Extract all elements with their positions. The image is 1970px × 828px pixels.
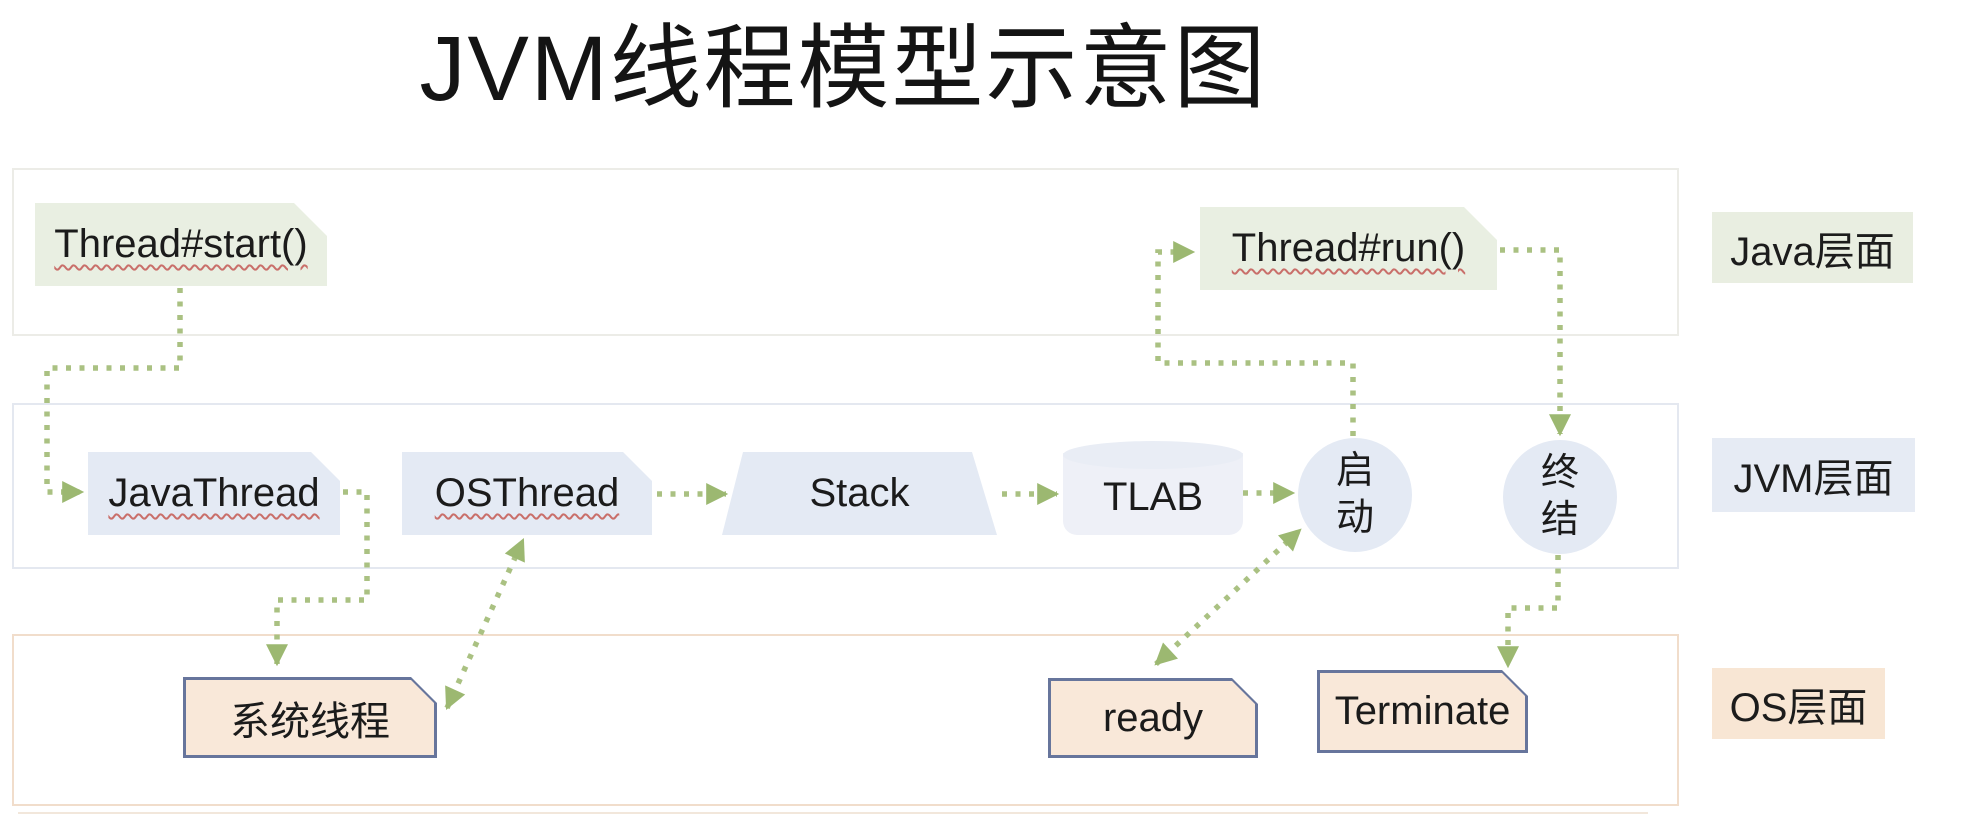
node-stack: Stack — [722, 452, 997, 535]
node-zhongjie-label: 终结 — [1540, 451, 1579, 542]
node-zhongjie: 终结 — [1503, 440, 1617, 554]
node-qidong: 启动 — [1298, 438, 1412, 552]
layer-label-java: Java层面 — [1712, 212, 1913, 283]
node-terminate-label: Terminate — [1320, 673, 1525, 750]
node-thread-start: Thread#start() — [35, 203, 327, 286]
node-javathread-label: JavaThread — [108, 471, 320, 515]
node-thread-run-label: Thread#run() — [1231, 226, 1466, 270]
node-tlab: TLAB — [1063, 441, 1243, 535]
layer-label-jvm: JVM层面 — [1712, 438, 1915, 512]
slide-bottom-edge-line — [18, 812, 1648, 814]
diagram-title: JVM线程模型示意图 — [419, 18, 1268, 120]
node-javathread: JavaThread — [88, 452, 340, 535]
node-ready-label: ready — [1051, 681, 1255, 755]
node-qidong-label: 启动 — [1335, 449, 1374, 540]
node-osthread: OSThread — [402, 452, 652, 535]
node-thread-run: Thread#run() — [1200, 207, 1497, 290]
node-ready: ready — [1048, 678, 1258, 758]
node-system-thread-label: 系统线程 — [186, 680, 434, 755]
node-thread-start-label: Thread#start() — [54, 222, 308, 266]
node-terminate: Terminate — [1317, 670, 1528, 753]
node-system-thread: 系统线程 — [183, 677, 437, 758]
node-tlab-label: TLAB — [1102, 474, 1204, 519]
node-stack-label: Stack — [809, 471, 910, 515]
node-osthread-label: OSThread — [434, 471, 620, 515]
layer-label-os: OS层面 — [1712, 668, 1885, 739]
